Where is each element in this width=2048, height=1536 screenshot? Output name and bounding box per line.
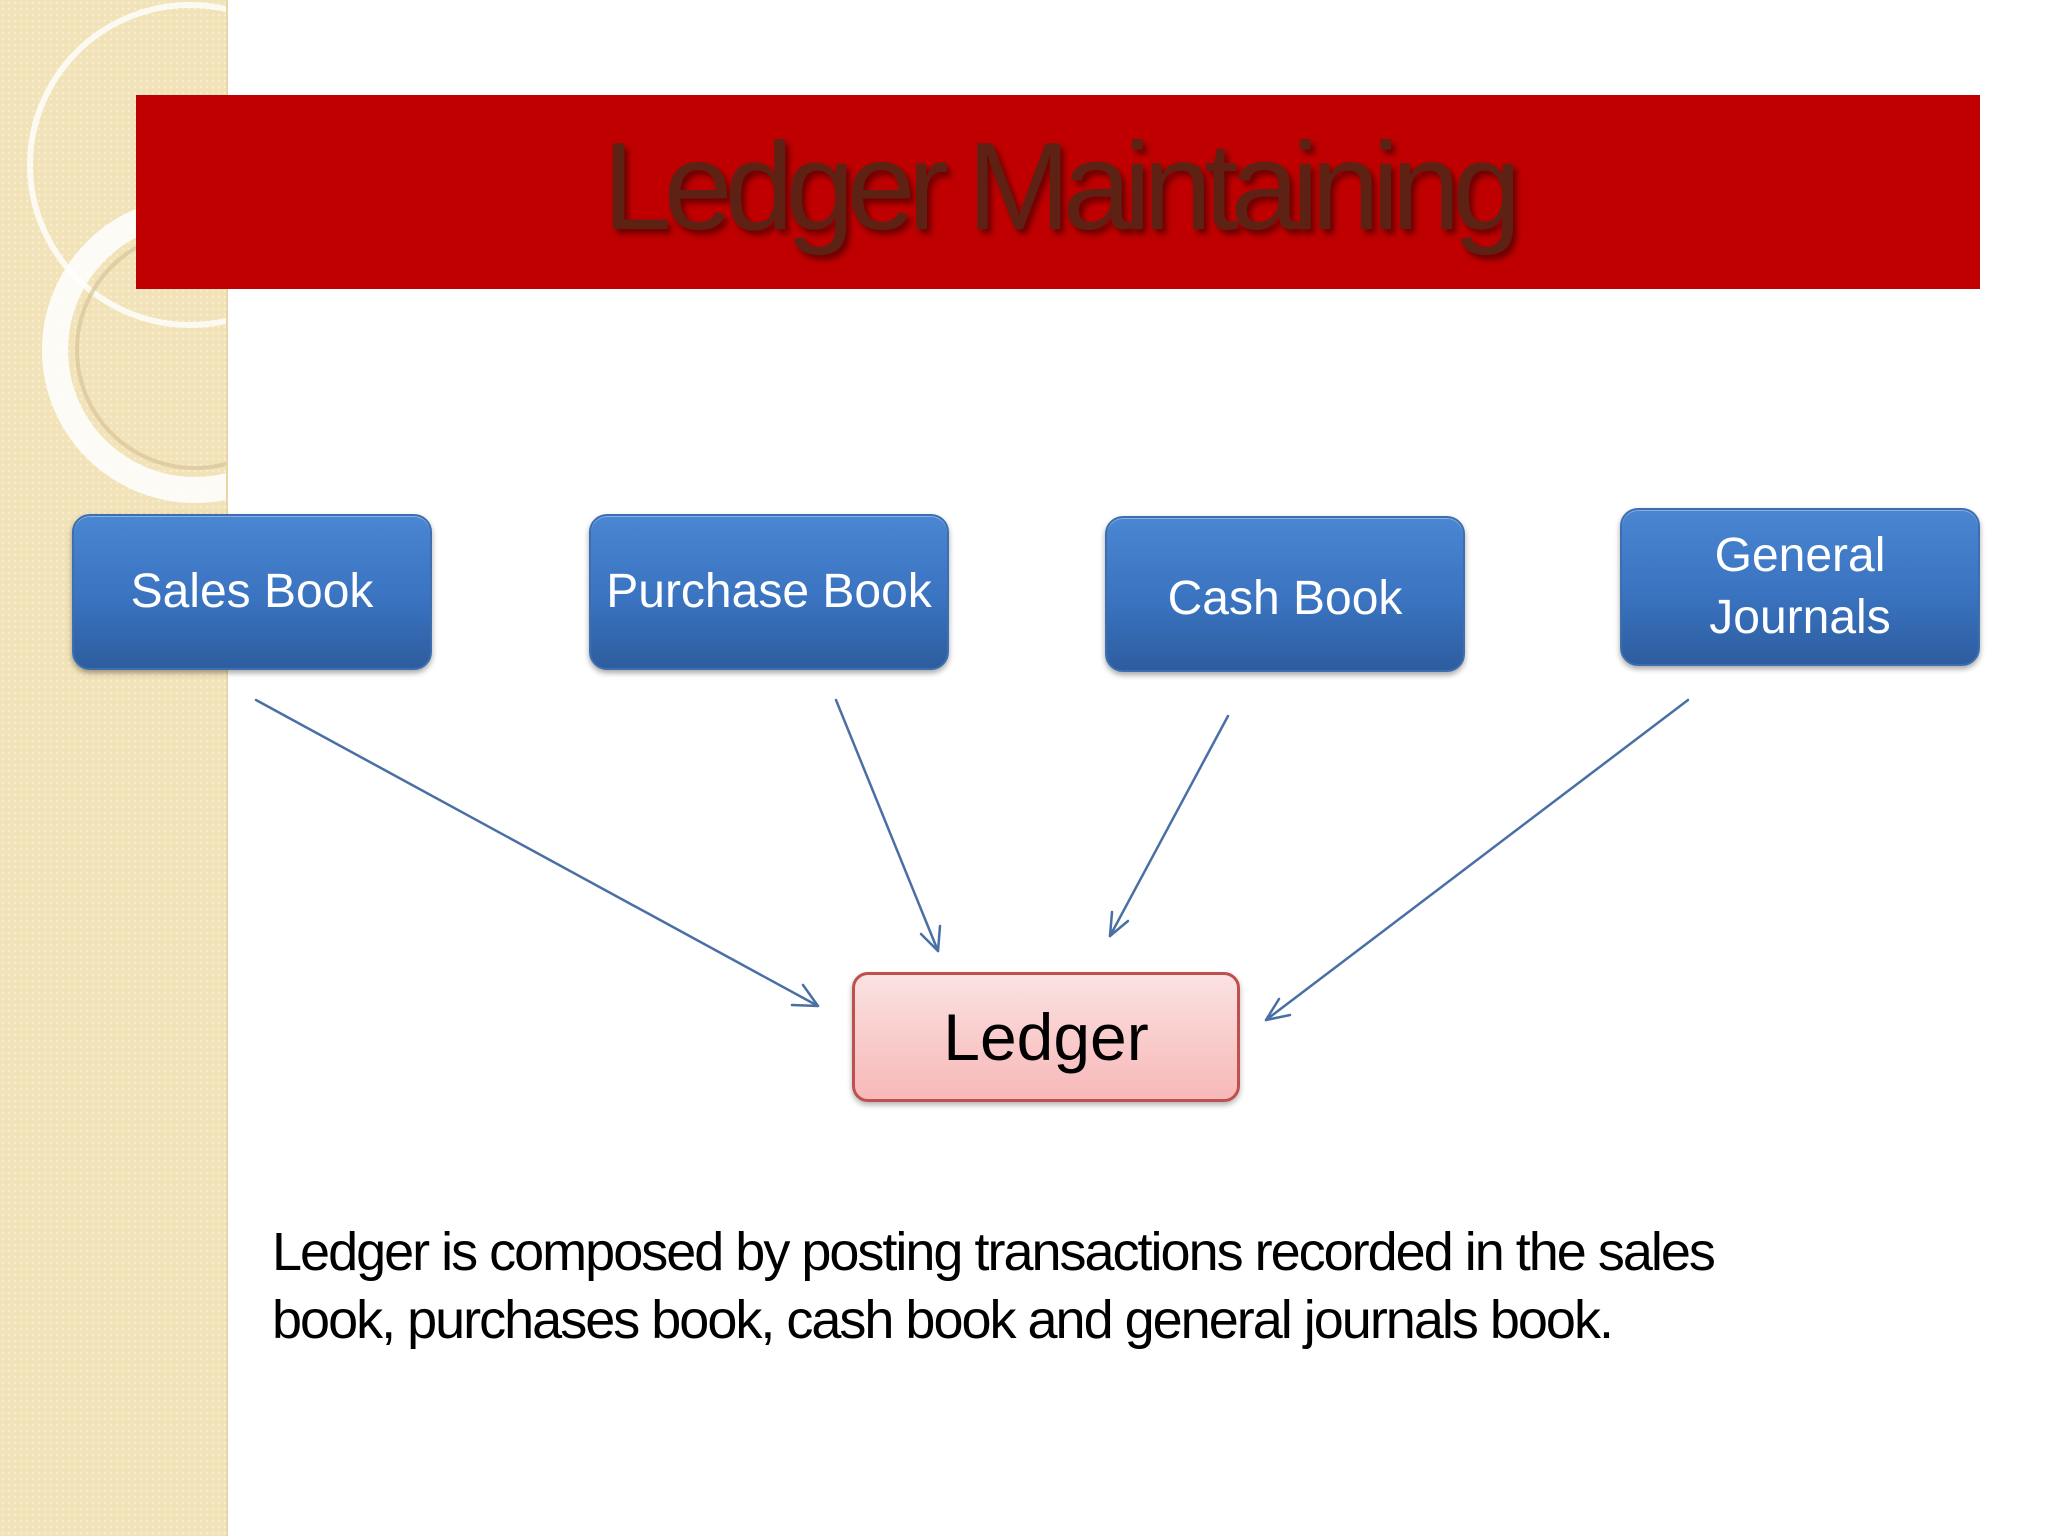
node-sales-book: Sales Book	[72, 514, 432, 670]
arrow-cash-to-ledger	[1108, 714, 1230, 938]
node-purchase-book: Purchase Book	[589, 514, 949, 670]
node-ledger: Ledger	[852, 972, 1240, 1102]
slide-caption: Ledger is composed by posting transactio…	[272, 1222, 1716, 1350]
node-general-journals: General Journals	[1620, 508, 1980, 666]
arrow-purchase-to-ledger	[834, 698, 942, 953]
title-banner: Ledger Maintaining	[136, 95, 1980, 289]
slide-title: Ledger Maintaining	[602, 118, 1522, 256]
arrow-sales-to-ledger	[254, 698, 820, 1008]
node-cash-book: Cash Book	[1105, 516, 1465, 672]
arrow-journals-to-ledger	[1264, 698, 1690, 1022]
